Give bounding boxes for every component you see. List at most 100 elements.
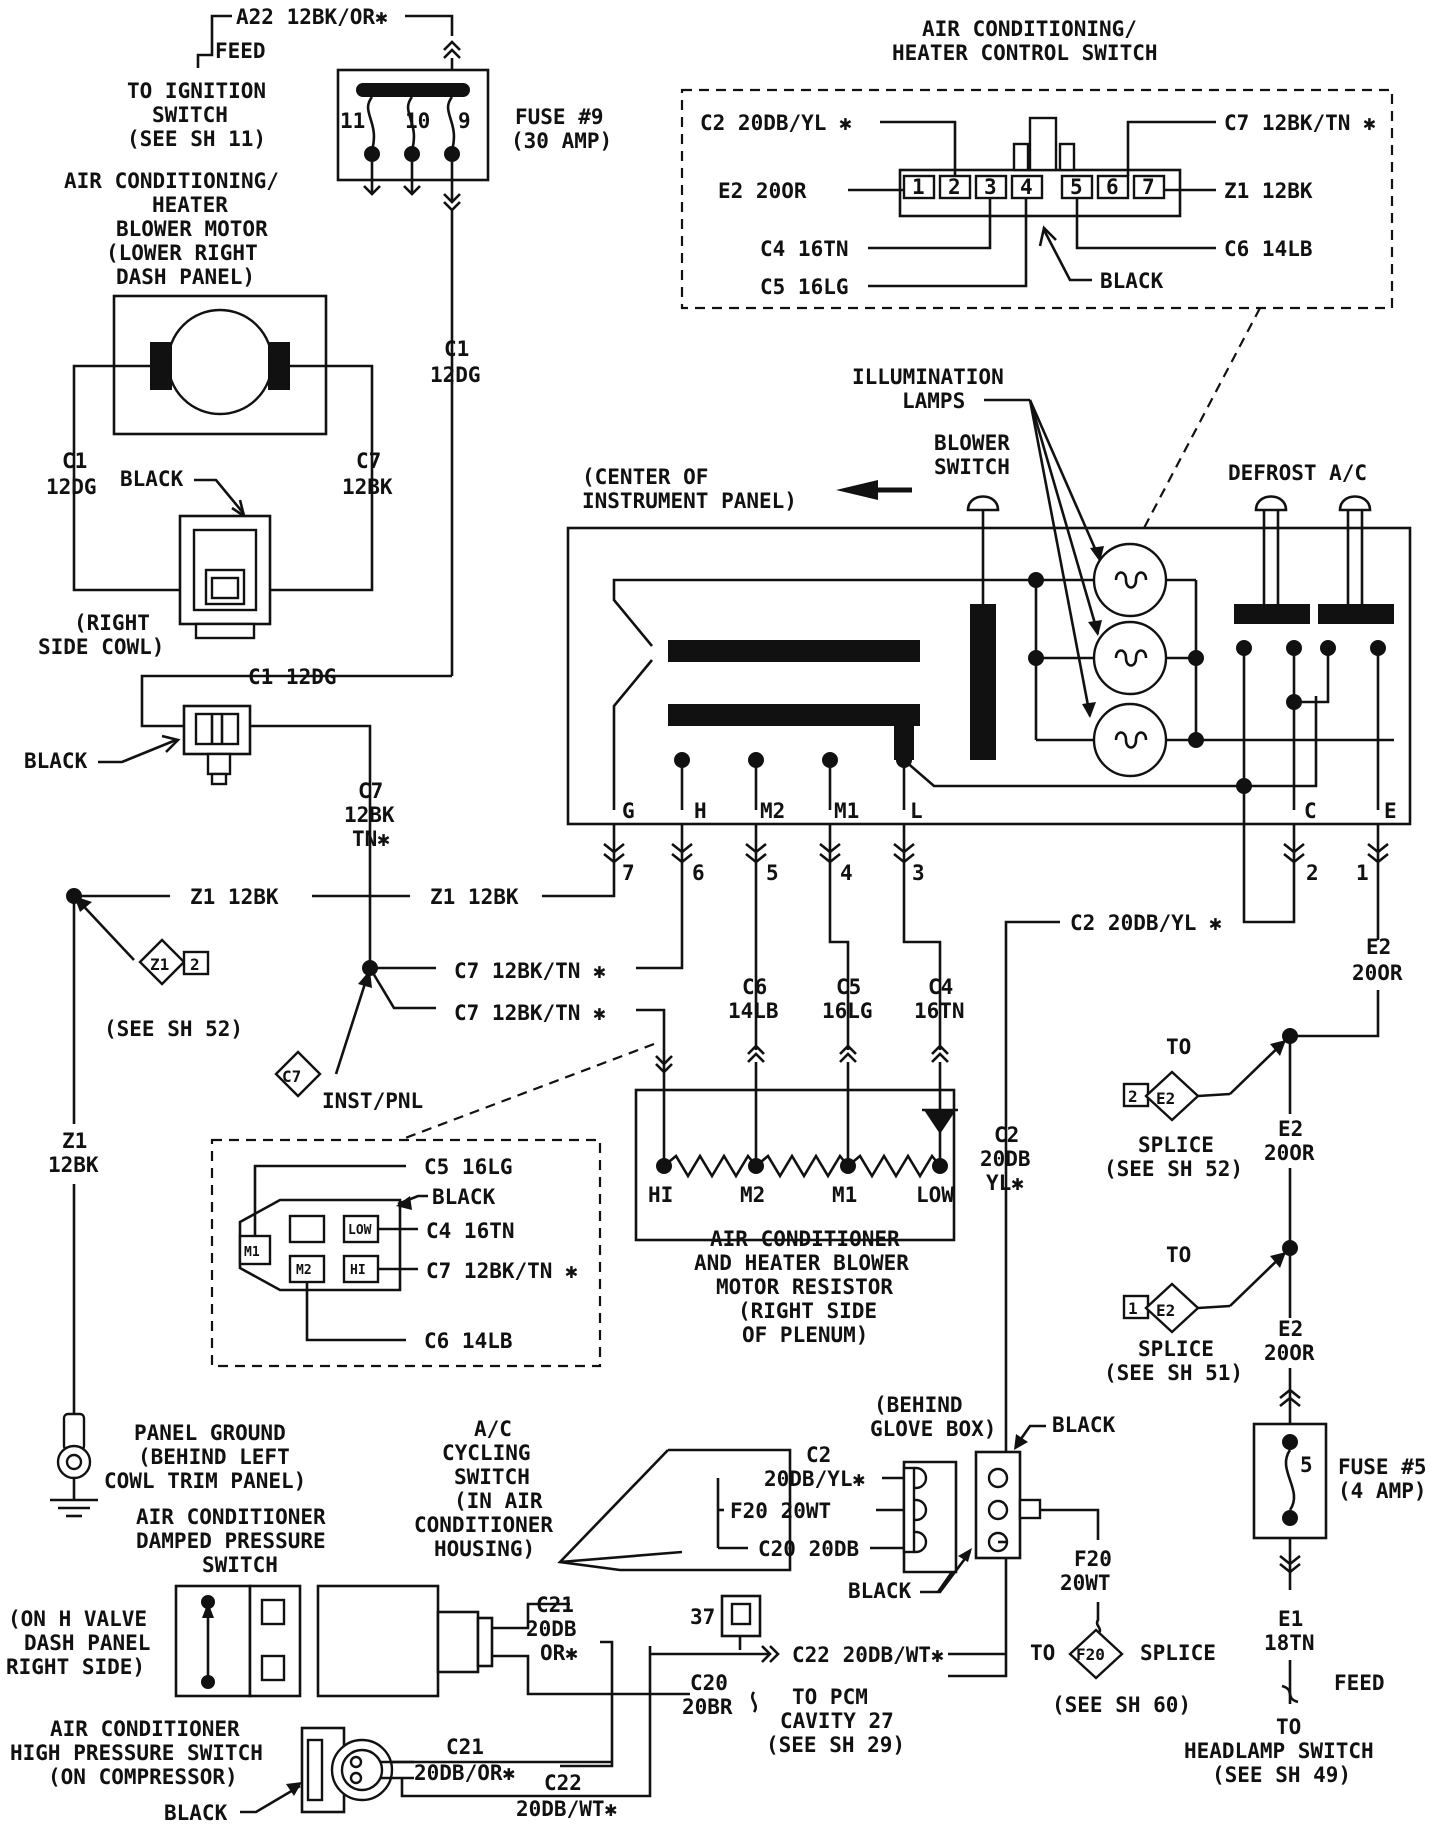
c21-bot-label-1: C21 xyxy=(446,1735,484,1759)
inset-m2: M2 xyxy=(296,1263,312,1278)
cycling-label-6: HOUSING) xyxy=(434,1537,535,1561)
c20-label-1: C20 xyxy=(690,1671,728,1695)
to-f20-label: TO xyxy=(1030,1641,1055,1665)
c4-resistor-label-2: 16TN xyxy=(914,999,965,1023)
c20-label-2: 20BR xyxy=(682,1695,733,1719)
right-cowl-label-1: (RIGHT xyxy=(74,611,150,635)
cycling-label-2: CYCLING xyxy=(442,1441,531,1465)
c21-bot-label-2: 20DB/OR✱ xyxy=(414,1761,516,1785)
resistor-hi: HI xyxy=(648,1183,673,1207)
terminal-e: E xyxy=(1384,799,1397,823)
terminal-g: G xyxy=(622,799,635,823)
control-switch-connector-section: AIR CONDITIONING/ HEATER CONTROL SWITCH … xyxy=(680,17,1394,529)
cavity-6: 6 xyxy=(692,861,705,885)
damped-label-3: SWITCH xyxy=(202,1553,278,1577)
c7-motor-label-1: C7 xyxy=(356,449,381,473)
illumination-lamp-1 xyxy=(1092,542,1168,618)
glove-box-label-2: GLOVE BOX) xyxy=(870,1417,996,1441)
c22-bot-label-1: C22 xyxy=(544,1771,582,1795)
resistor-inset-dashed-box xyxy=(210,1138,602,1368)
inset-c5-label: C5 16LG xyxy=(424,1155,513,1179)
c5-resistor-label-1: C5 xyxy=(836,975,861,999)
blower-motor-symbol xyxy=(166,308,274,416)
tag-37-label: 37 xyxy=(690,1605,715,1629)
switch-pin-7: 7 xyxy=(1142,175,1155,199)
resistor-label-4: (RIGHT SIDE xyxy=(738,1299,877,1323)
e2-tag-1-num: 2 xyxy=(1128,1087,1138,1106)
c2-vertical-label-2: 20DB xyxy=(980,1147,1031,1171)
blower-motor-label-4: (LOWER RIGHT xyxy=(106,241,258,265)
e1-label-1: E1 xyxy=(1278,1607,1303,1631)
blower-motor-section: AIR CONDITIONING/ HEATER BLOWER MOTOR (L… xyxy=(38,169,393,659)
to-pcm-label-1: TO PCM xyxy=(792,1685,868,1709)
damped-label-2: DAMPED PRESSURE xyxy=(136,1529,326,1553)
resistor-m2: M2 xyxy=(740,1183,765,1207)
fuse5-label-2: (4 AMP) xyxy=(1338,1479,1427,1503)
c7-tag: C7 xyxy=(282,1067,301,1086)
c1-horizontal-label: C1 12DG xyxy=(248,665,337,689)
c21-top-label-1: C21 xyxy=(536,1593,574,1617)
to-ignition-label-3: (SEE SH 11) xyxy=(127,127,266,151)
c7-left-label-3: TN✱ xyxy=(352,827,390,851)
inset-c7-label: C7 12BK/TN ✱ xyxy=(426,1259,578,1283)
switch-pin-2: 2 xyxy=(948,175,961,199)
cycling-label-5: CONDITIONER xyxy=(414,1513,553,1537)
e2-bot-label-2: 20OR xyxy=(1264,1341,1315,1365)
switch-pin-1: 1 xyxy=(912,175,925,199)
cavity-3: 3 xyxy=(912,861,925,885)
damped-label-1: AIR CONDITIONER xyxy=(136,1505,326,1529)
gb-c2-label-1: C2 xyxy=(806,1443,831,1467)
blower-motor-label-1: AIR CONDITIONING/ xyxy=(64,169,279,193)
c7-motor-label-2: 12BK xyxy=(342,475,393,499)
resistor-label-2: AND HEATER BLOWER xyxy=(694,1251,909,1275)
cavity-4: 4 xyxy=(840,861,853,885)
illumination-label-2: LAMPS xyxy=(902,389,965,413)
z1-vertical-label-1: Z1 xyxy=(62,1129,87,1153)
center-panel-label-1: (CENTER OF xyxy=(582,465,708,489)
switch-e2-label: E2 20OR xyxy=(718,179,807,203)
z1-tag: Z1 xyxy=(150,955,169,974)
fuse5-pin: 5 xyxy=(1300,1453,1313,1477)
switch-c7-label: C7 12BK/TN ✱ xyxy=(1224,111,1376,135)
z1-right-label: Z1 12BK xyxy=(430,885,519,909)
gb-f20-label: F20 20WT xyxy=(730,1499,831,1523)
blower-motor-label-5: DASH PANEL) xyxy=(116,265,255,289)
z1-left-label: Z1 12BK xyxy=(190,885,279,909)
terminal-h: H xyxy=(694,799,707,823)
to-headlamp-label-3: (SEE SH 49) xyxy=(1212,1763,1351,1787)
panel-ground-label-1: PANEL GROUND xyxy=(134,1421,286,1445)
cycling-switch-section: A/C CYCLING SWITCH (IN AIR CONDITIONER H… xyxy=(414,1393,1216,1717)
switch-pin-6: 6 xyxy=(1106,175,1119,199)
switch-c5-label: C5 16LG xyxy=(760,275,849,299)
to-ignition-label-2: SWITCH xyxy=(152,103,228,127)
fuse9-pin-11: 11 xyxy=(340,109,365,133)
hvalve-label-1: (ON H VALVE xyxy=(8,1607,147,1631)
high-press-label-1: AIR CONDITIONER xyxy=(50,1717,240,1741)
c21-top-label-2: 20DB xyxy=(526,1617,577,1641)
c4-resistor-label-1: C4 xyxy=(928,975,953,999)
inset-m1: M1 xyxy=(244,1245,260,1260)
c6-resistor-label-1: C6 xyxy=(742,975,767,999)
left-c1-c7-connector-section: C1 12DG BLACK C7 12BK TN✱ xyxy=(24,665,452,966)
c1-vertical-label-1: C1 xyxy=(444,337,469,361)
switch-black-label: BLACK xyxy=(1100,269,1164,293)
damped-pressure-switch-section: AIR CONDITIONER DAMPED PRESSURE SWITCH (… xyxy=(6,1505,690,1768)
instrument-panel-switch-section: (CENTER OF INSTRUMENT PANEL) ILLUMINATIO… xyxy=(566,365,1412,885)
resistor-m1: M1 xyxy=(832,1183,857,1207)
blower-switch-label-1: BLOWER xyxy=(934,431,1010,455)
to-headlamp-label-2: HEADLAMP SWITCH xyxy=(1184,1739,1374,1763)
e2-mid-label-2: 20OR xyxy=(1264,1141,1315,1165)
terminal-m1: M1 xyxy=(834,799,859,823)
c21-top-label-3: OR✱ xyxy=(540,1641,578,1665)
c2-vertical-label-3: YL✱ xyxy=(986,1171,1024,1195)
splice-2-label-a: SPLICE xyxy=(1138,1337,1214,1361)
c7-row2-label: C7 12BK/TN ✱ xyxy=(454,1001,606,1025)
c7-splice-wiring-section: C7 12BK/TN ✱ C7 12BK/TN ✱ C7 INST/PNL xyxy=(274,870,684,1113)
c6-resistor-label-2: 14LB xyxy=(728,999,779,1023)
ignition-feed-section: A22 12BK/OR✱ FEED TO IGNITION SWITCH (SE… xyxy=(127,5,612,676)
cycling-label-4: (IN AIR xyxy=(454,1489,543,1513)
switch-pin-3: 3 xyxy=(984,175,997,199)
z1-ground-wiring-section: Z1 12BK Z1 12BK Z1 2 (SEE SH 52) Z1 12BK… xyxy=(48,870,616,1518)
gb-black-bottom-label: BLACK xyxy=(848,1579,912,1603)
cavity-1: 1 xyxy=(1356,861,1369,885)
